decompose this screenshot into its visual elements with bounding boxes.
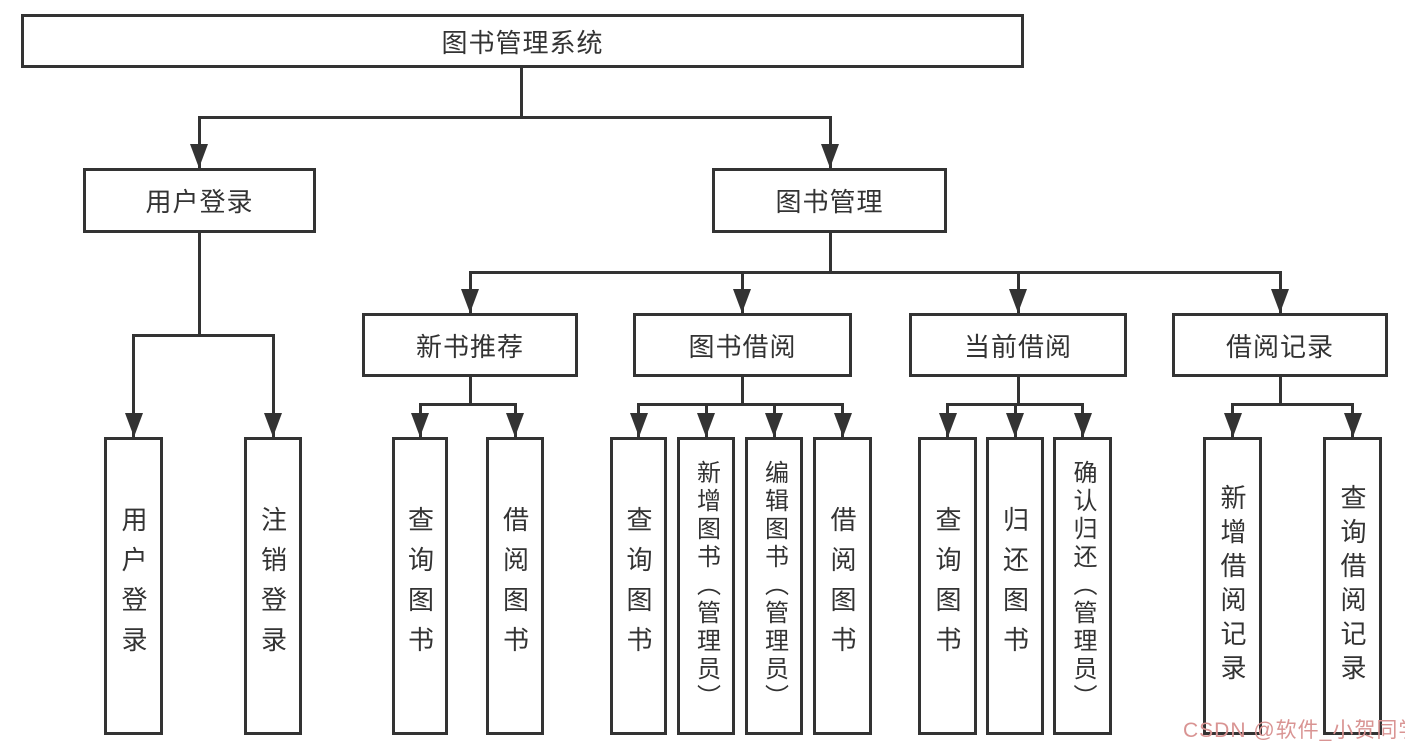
node-current-borrowing: 当前借阅 xyxy=(909,313,1127,377)
node-book-management: 图书管理 xyxy=(712,168,947,233)
leaf-add-borrow-record: 新增借阅记录 xyxy=(1203,437,1262,735)
node-label: 新书推荐 xyxy=(415,331,524,362)
arrow-down-icon xyxy=(264,413,282,437)
node-label: 图书借阅 xyxy=(688,331,797,362)
leaf-label: 查询借阅记录 xyxy=(1337,484,1367,688)
leaf-query-books-recommend: 查询图书 xyxy=(392,437,448,735)
arrow-down-icon xyxy=(697,413,715,437)
node-library-management-system: 图书管理系统 xyxy=(21,14,1024,68)
arrow-down-icon xyxy=(821,144,839,168)
connector-line xyxy=(1016,377,1020,406)
connector-line xyxy=(132,335,135,437)
connector-line xyxy=(197,233,201,337)
leaf-query-borrow-record: 查询借阅记录 xyxy=(1323,437,1382,735)
leaf-label: 新增图书（管理员） xyxy=(692,460,720,712)
leaf-add-books-admin: 新增图书（管理员） xyxy=(677,437,735,735)
arrow-down-icon xyxy=(1223,413,1242,437)
connector-line xyxy=(1278,377,1282,406)
arrow-down-icon xyxy=(506,413,524,437)
arrow-down-icon xyxy=(1271,289,1289,313)
connector-line xyxy=(271,335,275,437)
leaf-return-books: 归还图书 xyxy=(986,437,1044,735)
connector-line xyxy=(637,402,844,406)
connector-line xyxy=(132,333,275,337)
connector-line xyxy=(197,115,832,119)
leaf-label: 查询图书 xyxy=(404,506,435,666)
arrow-down-icon xyxy=(1006,413,1024,437)
arrow-down-icon xyxy=(765,413,783,437)
node-label: 图书管理 xyxy=(775,187,884,217)
arrow-down-icon xyxy=(733,289,751,313)
arrow-down-icon xyxy=(1009,289,1027,313)
leaf-query-books-current: 查询图书 xyxy=(918,437,977,735)
connector-line xyxy=(740,377,744,406)
leaf-label: 查询图书 xyxy=(623,506,653,666)
leaf-label: 用户登录 xyxy=(118,506,148,666)
node-label: 借阅记录 xyxy=(1225,331,1334,362)
arrow-down-icon xyxy=(190,144,208,168)
connector-line xyxy=(468,270,1282,274)
arrow-down-icon xyxy=(124,413,143,437)
node-user-login-branch: 用户登录 xyxy=(83,168,316,233)
connector-line xyxy=(519,68,523,118)
leaf-query-books-borrow: 查询图书 xyxy=(610,437,667,735)
arrow-down-icon xyxy=(461,289,479,313)
leaf-label: 编辑图书（管理员） xyxy=(760,460,788,712)
connector-line xyxy=(1231,402,1354,406)
arrow-down-icon xyxy=(629,413,648,437)
leaf-label: 借阅图书 xyxy=(827,506,857,666)
connector-line xyxy=(418,402,517,406)
csdn-watermark: CSDN @软件_小贺同学 xyxy=(1183,719,1405,742)
connector-line xyxy=(197,117,201,168)
arrow-down-icon xyxy=(938,413,957,437)
connector-line xyxy=(828,233,832,274)
connector-line xyxy=(946,402,1084,406)
node-label: 当前借阅 xyxy=(963,331,1072,362)
node-book-borrowing: 图书借阅 xyxy=(633,313,852,377)
arrow-down-icon xyxy=(833,413,852,437)
node-label: 用户登录 xyxy=(145,187,254,217)
node-label: 图书管理系统 xyxy=(441,27,604,58)
leaf-label: 借阅图书 xyxy=(499,506,530,666)
connector-line xyxy=(468,377,472,406)
arrow-down-icon xyxy=(1073,413,1092,437)
leaf-confirm-return-admin: 确认归还（管理员） xyxy=(1053,437,1112,735)
arrow-down-icon xyxy=(1343,413,1362,437)
leaf-edit-books-admin: 编辑图书（管理员） xyxy=(745,437,803,735)
leaf-borrow-books: 借阅图书 xyxy=(813,437,872,735)
leaf-user-login: 用户登录 xyxy=(104,437,163,735)
leaf-label: 新增借阅记录 xyxy=(1217,484,1247,688)
node-borrowing-records: 借阅记录 xyxy=(1172,313,1388,377)
node-new-book-recommendation: 新书推荐 xyxy=(362,313,578,377)
leaf-label: 确认归还（管理员） xyxy=(1069,460,1096,712)
leaf-label: 注销登录 xyxy=(257,506,288,666)
leaf-label: 归还图书 xyxy=(999,506,1030,666)
leaf-label: 查询图书 xyxy=(932,506,962,666)
arrow-down-icon xyxy=(411,413,429,437)
leaf-borrow-books-recommend: 借阅图书 xyxy=(486,437,544,735)
connector-line xyxy=(828,117,832,168)
leaf-logout: 注销登录 xyxy=(244,437,302,735)
